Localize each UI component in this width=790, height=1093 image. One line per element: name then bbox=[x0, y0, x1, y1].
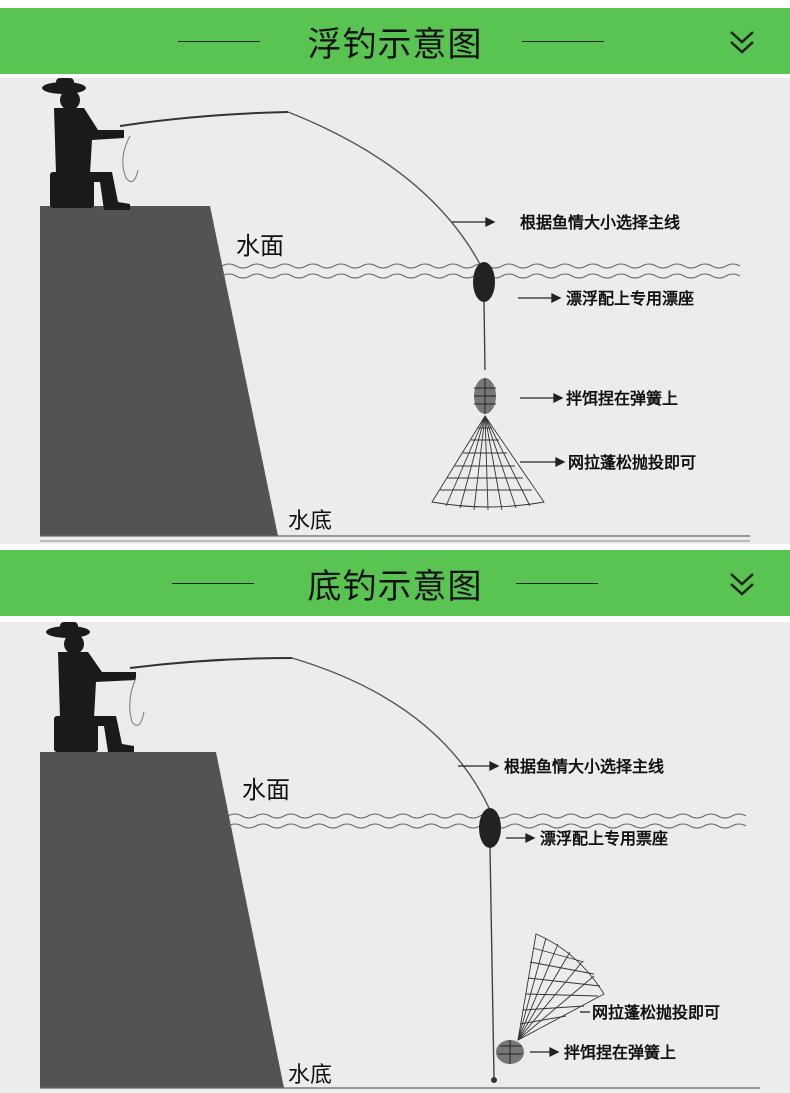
net-label: 网拉蓬松抛投即可 bbox=[568, 453, 696, 472]
bottom-label: 水底 bbox=[288, 509, 332, 534]
main-line-label: 根据鱼情大小选择主线 bbox=[520, 213, 680, 232]
bait-label: 拌饵捏在弹簧上 bbox=[564, 1043, 676, 1062]
float-label: 漂浮配上专用票座 bbox=[540, 829, 668, 848]
section-banner-bottom: 底钓示意图 bbox=[0, 550, 790, 616]
double-chevron-down-icon bbox=[730, 31, 754, 54]
surface-label: 水面 bbox=[242, 776, 290, 804]
rock-bank bbox=[40, 752, 284, 1088]
bottom-label: 水底 bbox=[288, 1063, 332, 1088]
fishing-net bbox=[517, 933, 605, 1041]
title-rule-right bbox=[516, 583, 598, 584]
section-title: 底钓示意图 bbox=[307, 566, 483, 607]
pointer-arrows bbox=[452, 216, 566, 468]
section-title: 浮钓示意图 bbox=[307, 24, 483, 65]
pointer-arrows bbox=[458, 760, 590, 1058]
float-bobber bbox=[473, 262, 495, 302]
fisherman-silhouette bbox=[46, 622, 136, 752]
title-rule-left bbox=[172, 583, 254, 584]
diagram-canvas: 水面 水底 根据鱼情大小选择主线 漂浮配上专用票座 网拉蓬松抛投即可 拌饵捏在弹… bbox=[0, 622, 790, 1093]
bottom-fishing-diagram: 水面 水底 根据鱼情大小选择主线 漂浮配上专用票座 网拉蓬松抛投即可 拌饵捏在弹… bbox=[0, 622, 790, 1093]
main-line-label: 根据鱼情大小选择主线 bbox=[504, 757, 664, 776]
net-label: 网拉蓬松抛投即可 bbox=[592, 1003, 720, 1022]
spring-bait-cage bbox=[474, 378, 496, 414]
main-line-to-bottom bbox=[489, 847, 495, 1079]
fisherman-silhouette bbox=[42, 78, 130, 210]
bait-label: 拌饵捏在弹簧上 bbox=[566, 389, 678, 408]
fishing-rod bbox=[129, 657, 293, 669]
title-rule-right bbox=[522, 41, 604, 42]
fishing-rod bbox=[119, 111, 289, 127]
fishing-net bbox=[431, 415, 545, 511]
rod-tip-line bbox=[291, 657, 491, 811]
rod-tip-line bbox=[287, 111, 483, 269]
surface-label: 水面 bbox=[236, 232, 284, 260]
double-chevron-down-icon bbox=[730, 573, 754, 596]
float-bobber bbox=[479, 808, 501, 848]
slack-line bbox=[122, 135, 139, 183]
title-rule-left bbox=[178, 41, 260, 42]
float-fishing-diagram: 水面 水底 根据鱼情大小选择主线 漂浮配上专用漂座 拌饵捏在弹簧上 网拉蓬松抛投… bbox=[0, 78, 790, 544]
spring-bait-cage bbox=[491, 1040, 524, 1083]
section-banner-float: 浮钓示意图 bbox=[0, 8, 790, 74]
rock-bank bbox=[40, 206, 278, 536]
diagram-canvas: 水面 水底 根据鱼情大小选择主线 漂浮配上专用漂座 拌饵捏在弹簧上 网拉蓬松抛投… bbox=[0, 78, 790, 544]
slack-line bbox=[129, 677, 145, 726]
leader-line bbox=[483, 301, 486, 371]
float-label: 漂浮配上专用漂座 bbox=[566, 289, 694, 308]
